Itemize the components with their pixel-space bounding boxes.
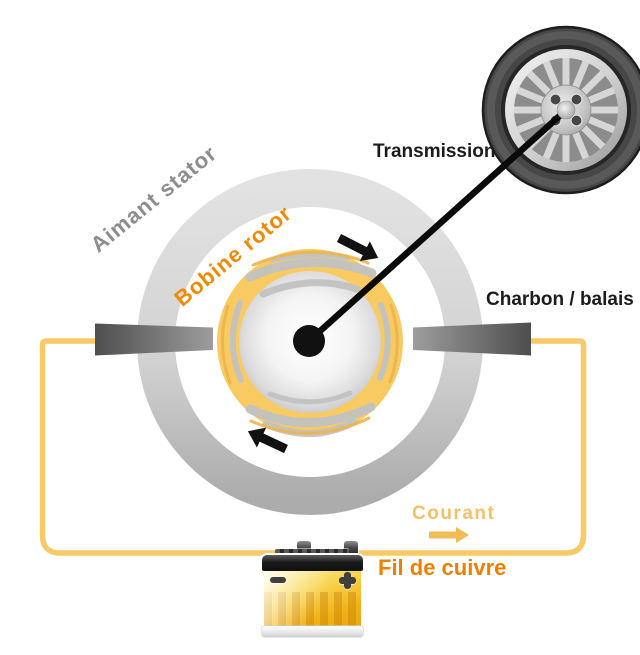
plus-terminal-icon <box>339 572 356 589</box>
rotation-arrow-icon <box>336 233 379 261</box>
rotor-axle <box>293 325 325 357</box>
transmission-shaft <box>305 108 568 345</box>
transmission-label: Transmission <box>373 141 496 162</box>
battery-vent-caps <box>275 549 349 557</box>
wheel-center-cap <box>556 100 576 120</box>
battery-body <box>264 571 361 627</box>
brush-right <box>413 322 531 356</box>
rotation-arrow-icon <box>247 427 288 454</box>
battery-top-band <box>262 555 363 571</box>
brushes-label: Charbon / balais <box>486 289 634 310</box>
battery-base <box>262 626 363 637</box>
minus-terminal-icon <box>270 577 286 583</box>
battery-icon <box>262 540 363 638</box>
brush-left <box>95 323 213 356</box>
current-label: Courant <box>412 503 496 524</box>
copper-wire-label: Fil de cuivre <box>378 555 507 580</box>
current-arrow-icon <box>429 527 469 543</box>
